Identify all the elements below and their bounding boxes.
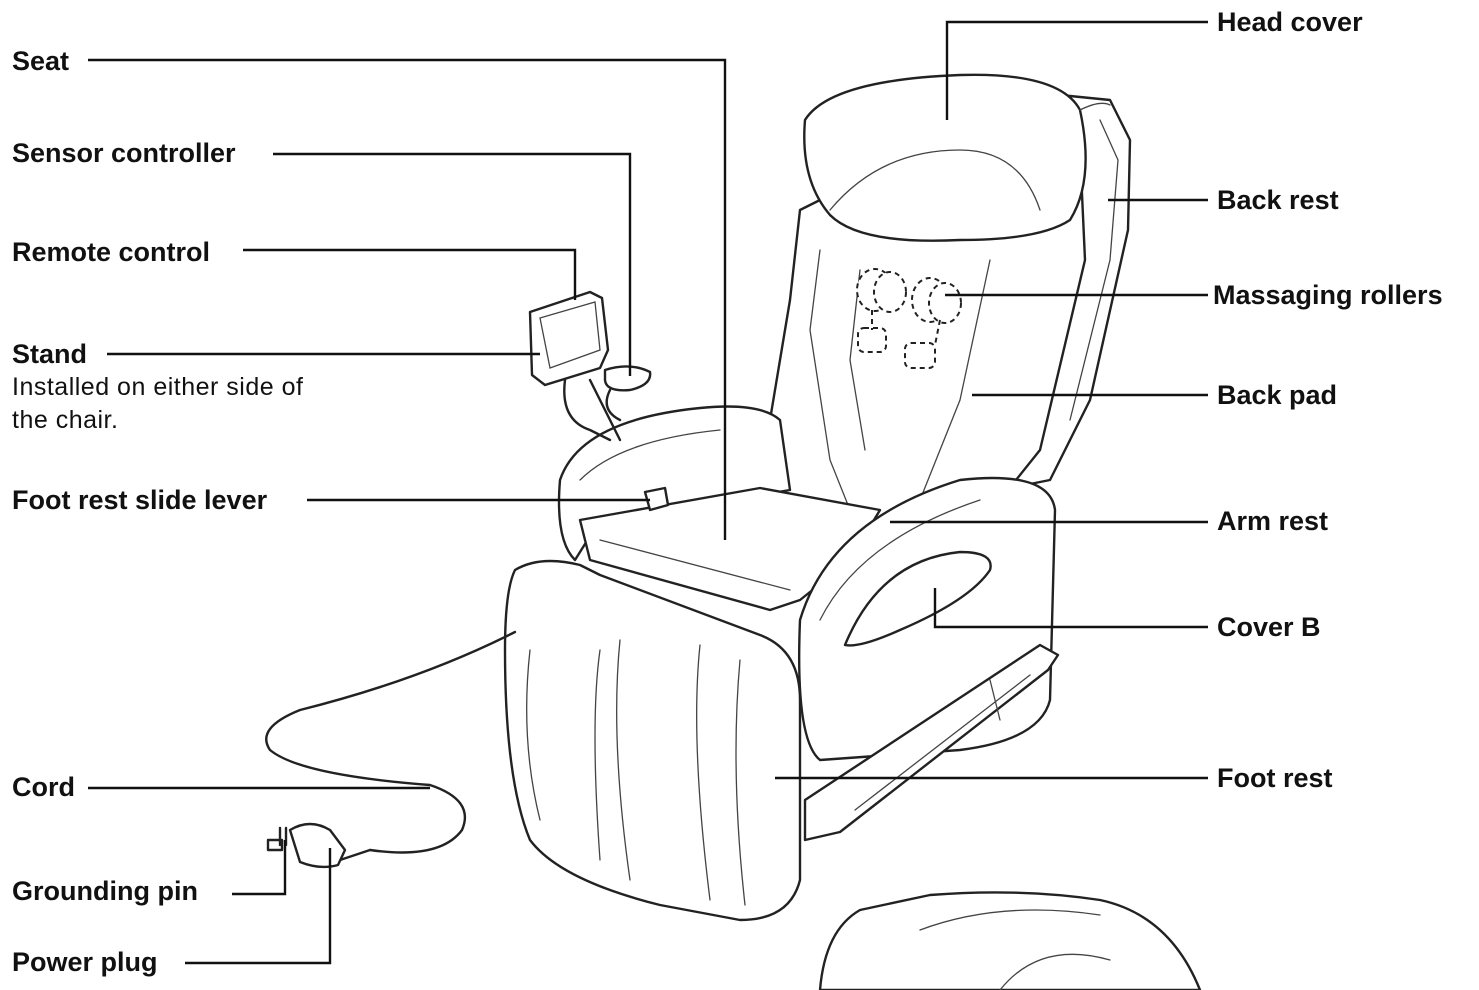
label-back-pad: Back pad	[1217, 380, 1338, 410]
cord-and-plug	[265, 630, 517, 869]
label-back-rest: Back rest	[1217, 185, 1339, 215]
stand-note-line-1: Installed on either side of	[12, 373, 304, 401]
label-remote-control: Remote control	[12, 237, 211, 267]
label-cord: Cord	[12, 772, 75, 802]
label-grounding-pin: Grounding pin	[12, 876, 198, 906]
label-arm-rest: Arm rest	[1217, 506, 1329, 536]
label-head-cover: Head cover	[1217, 7, 1363, 37]
remote-control-with-stand	[528, 290, 652, 442]
head-cover	[803, 73, 1087, 242]
label-foot-rest-slide-lever: Foot rest slide lever	[12, 485, 268, 515]
label-massaging-rollers: Massaging rollers	[1213, 280, 1443, 310]
base-rail	[803, 643, 1060, 842]
cover-b	[843, 550, 992, 647]
label-cover-b: Cover B	[1217, 612, 1321, 642]
label-sensor-controller: Sensor controller	[12, 138, 236, 168]
foot-rest	[503, 559, 802, 922]
leader-lines	[88, 20, 1208, 965]
label-seat: Seat	[12, 46, 70, 76]
stand-note-line-2: the chair.	[12, 406, 119, 434]
label-stand: Stand	[12, 339, 88, 369]
second-chair-partial	[818, 891, 1202, 990]
label-foot-rest: Foot rest	[1217, 763, 1333, 793]
label-power-plug: Power plug	[12, 947, 158, 977]
foot-rest-slide-lever	[643, 486, 670, 512]
massaging-rollers	[856, 268, 962, 369]
